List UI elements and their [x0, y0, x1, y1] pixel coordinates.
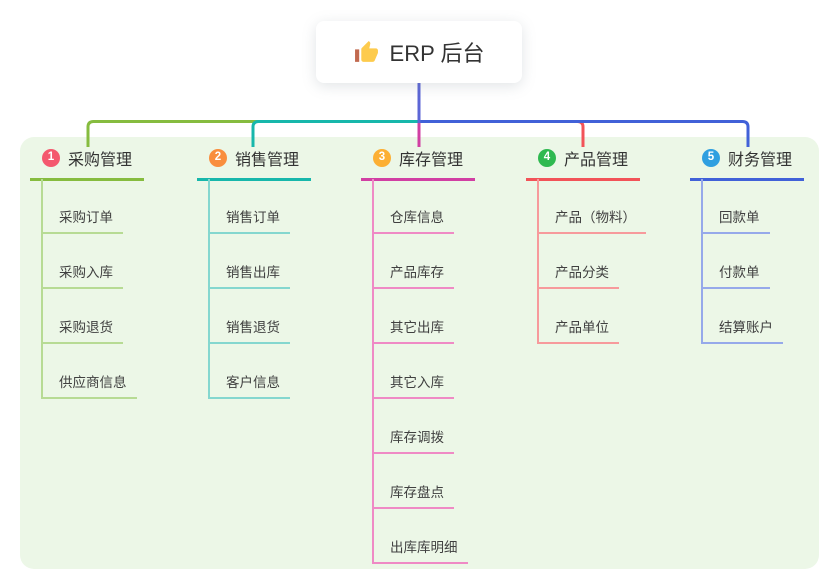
branch-badge: 5 — [702, 149, 720, 167]
child-node[interactable]: 销售订单 — [208, 206, 290, 234]
root-label: ERP 后台 — [389, 41, 485, 66]
child-row: 客户信息 — [197, 344, 290, 399]
branch-badge: 2 — [209, 149, 227, 167]
branch-label: 财务管理 — [728, 152, 793, 169]
child-node[interactable]: 其它入库 — [372, 371, 454, 399]
branch-node-4[interactable]: 4 产品管理 — [526, 146, 641, 181]
child-node[interactable]: 出库库明细 — [372, 536, 468, 564]
branch-label: 产品管理 — [564, 152, 629, 169]
child-connector-line — [537, 179, 539, 344]
child-node[interactable]: 仓库信息 — [372, 206, 454, 234]
child-node[interactable]: 其它出库 — [372, 316, 454, 344]
child-row: 出库库明细 — [361, 509, 468, 564]
child-row: 采购入库 — [30, 234, 137, 289]
branch-children-2: 销售订单销售出库销售退货客户信息 — [197, 179, 290, 399]
child-node[interactable]: 采购入库 — [41, 261, 123, 289]
child-node[interactable]: 产品分类 — [537, 261, 619, 289]
child-row: 产品分类 — [526, 234, 646, 289]
branch-children-3: 仓库信息产品库存其它出库其它入库库存调拨库存盘点出库库明细 — [361, 179, 468, 564]
branch-children-5: 回款单付款单结算账户 — [690, 179, 783, 344]
branch-node-3[interactable]: 3 库存管理 — [361, 146, 476, 181]
child-row: 产品库存 — [361, 234, 468, 289]
branch-children-1: 采购订单采购入库采购退货供应商信息 — [30, 179, 137, 399]
branch-node-5[interactable]: 5 财务管理 — [690, 146, 805, 181]
child-node[interactable]: 库存盘点 — [372, 481, 454, 509]
child-node[interactable]: 销售出库 — [208, 261, 290, 289]
branch-badge: 1 — [42, 149, 60, 167]
child-node[interactable]: 供应商信息 — [41, 371, 137, 399]
child-row: 其它入库 — [361, 344, 468, 399]
child-node[interactable]: 产品（物料） — [537, 206, 646, 234]
child-connector-line — [372, 179, 374, 564]
mindmap-panel — [20, 137, 819, 569]
child-row: 库存盘点 — [361, 454, 468, 509]
branch-label: 采购管理 — [68, 152, 133, 169]
child-row: 库存调拨 — [361, 399, 468, 454]
child-node[interactable]: 采购退货 — [41, 316, 123, 344]
branch-label: 销售管理 — [235, 152, 300, 169]
branch-node-2[interactable]: 2 销售管理 — [197, 146, 312, 181]
child-row: 供应商信息 — [30, 344, 137, 399]
child-row: 采购退货 — [30, 289, 137, 344]
child-node[interactable]: 采购订单 — [41, 206, 123, 234]
child-connector-line — [208, 179, 210, 399]
child-row: 回款单 — [690, 179, 783, 234]
branch-badge: 3 — [373, 149, 391, 167]
child-node[interactable]: 产品单位 — [537, 316, 619, 344]
child-node[interactable]: 销售退货 — [208, 316, 290, 344]
child-row: 其它出库 — [361, 289, 468, 344]
child-row: 付款单 — [690, 234, 783, 289]
child-node[interactable]: 付款单 — [701, 261, 770, 289]
child-node[interactable]: 客户信息 — [208, 371, 290, 399]
child-row: 结算账户 — [690, 289, 783, 344]
child-row: 销售出库 — [197, 234, 290, 289]
child-row: 销售订单 — [197, 179, 290, 234]
child-node[interactable]: 产品库存 — [372, 261, 454, 289]
child-row: 产品（物料） — [526, 179, 646, 234]
branch-label: 库存管理 — [399, 152, 464, 169]
root-node[interactable]: ERP 后台 — [316, 21, 522, 83]
child-connector-line — [41, 179, 43, 399]
branch-badge: 4 — [538, 149, 556, 167]
child-row: 销售退货 — [197, 289, 290, 344]
child-row: 采购订单 — [30, 179, 137, 234]
branch-children-4: 产品（物料） 产品分类产品单位 — [526, 179, 646, 344]
child-node[interactable]: 回款单 — [701, 206, 770, 234]
child-row: 仓库信息 — [361, 179, 468, 234]
child-connector-line — [701, 179, 703, 344]
child-row: 产品单位 — [526, 289, 646, 344]
child-node[interactable]: 库存调拨 — [372, 426, 454, 454]
child-node[interactable]: 结算账户 — [701, 316, 783, 344]
branch-node-1[interactable]: 1 采购管理 — [30, 146, 145, 181]
thumbs-up-icon — [354, 40, 378, 62]
